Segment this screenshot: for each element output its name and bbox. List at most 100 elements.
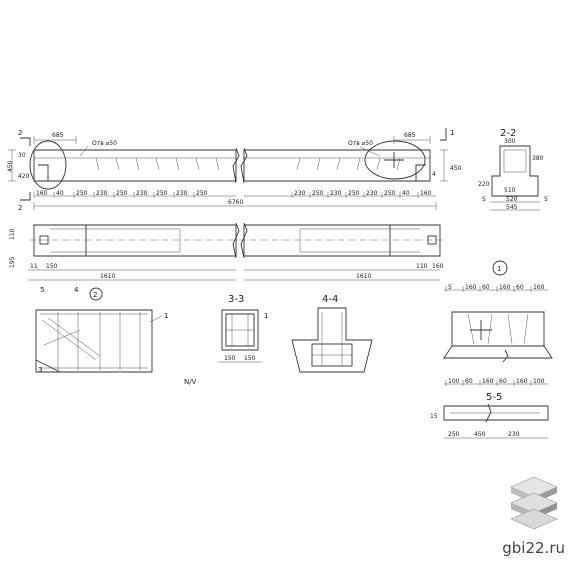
section-2-2-dim-510: 510	[504, 187, 516, 194]
chain-label: 40	[56, 190, 64, 197]
node-2-body	[35, 309, 153, 373]
section-5-5: 5-5 15 250 450 230	[430, 392, 549, 439]
stirrup	[356, 157, 361, 171]
section-5-5-break	[485, 403, 492, 423]
chain-label: 250	[196, 190, 208, 197]
section-4-4: 4-4	[291, 294, 373, 373]
section-2-2: 2-2 300 380 220 510 520 545 5 5	[478, 128, 548, 211]
watermark-text: gbi22.ru	[502, 539, 565, 557]
node-2-callout: 1	[164, 312, 168, 320]
end-detail-right	[415, 164, 426, 181]
plan-dim-110: 110	[9, 228, 16, 240]
insert-cross	[384, 152, 404, 168]
node-1-base	[443, 345, 553, 359]
dim-height-left	[8, 149, 16, 182]
node-2-end	[35, 359, 61, 373]
plan-dim-110-right: 110	[416, 263, 428, 270]
section-2-2-inner	[503, 149, 527, 173]
chain-label: 60	[499, 378, 507, 385]
dim-685-right	[393, 136, 431, 144]
mark-nv: N/V	[184, 378, 197, 386]
chain-label: 250	[312, 190, 324, 197]
section-5-5-dim-230: 230	[508, 431, 520, 438]
plan-inner-lines	[50, 228, 420, 253]
section-2-2-dim-380: 380	[532, 155, 544, 162]
chain-label: 5	[448, 284, 452, 291]
plan-right	[243, 224, 441, 257]
section-3-3-body	[221, 309, 259, 351]
chain-label: 160	[465, 284, 477, 291]
dim-450-left: 450	[7, 160, 14, 172]
section-2-2-dim-5b: 5	[544, 196, 548, 203]
dim-685-right-label: 685	[404, 132, 416, 139]
node-1-break	[502, 349, 509, 363]
chain-label: 250	[76, 190, 88, 197]
stirrup	[296, 157, 301, 171]
plan-inserts	[85, 225, 391, 256]
dim-420-left: 420	[18, 173, 30, 180]
section-5-5-title: 5-5	[486, 392, 502, 403]
chain-label: 160	[36, 190, 48, 197]
node-2-label: 2	[93, 291, 97, 299]
dim-height-right	[440, 149, 448, 182]
node-2-circle	[89, 287, 103, 301]
section-3-3-inner	[225, 313, 255, 347]
chain-label: 230	[330, 190, 342, 197]
section-3-3-rebars	[226, 314, 254, 346]
section-2-2-dim-lines	[490, 201, 540, 211]
beam-elevation: 2 2 1 685 685 Отв ⌀50 Отв ⌀50 450 30 420…	[7, 128, 462, 212]
node-1-insert	[470, 320, 492, 340]
section-4-4-title: 4-4	[322, 294, 338, 305]
plan-dim-195: 195	[9, 256, 16, 268]
plan-left	[33, 224, 237, 257]
cut-1-mark	[440, 128, 447, 141]
insert-label-left: Отв ⌀50	[92, 140, 117, 147]
node-2-leader	[149, 315, 163, 323]
cut-label-2-bottom: 2	[18, 204, 22, 212]
chain-label: 250	[156, 190, 168, 197]
stirrup	[155, 157, 160, 171]
section-2-2-title: 2-2	[500, 128, 516, 139]
cut-label-2-top: 2	[18, 129, 22, 137]
section-3-3-title: 3-3	[228, 294, 244, 305]
detail-callout-left	[29, 140, 67, 190]
section-2-2-dim-5a: 5	[482, 196, 486, 203]
chain-label: 160	[420, 190, 432, 197]
dim-30-left: 30	[18, 152, 26, 159]
plan-end-block-left	[39, 235, 49, 245]
chain-label: 40	[402, 190, 410, 197]
chain-label: 230	[96, 190, 108, 197]
concrete-slabs-icon	[509, 476, 558, 530]
section-5-5-dim-450: 450	[474, 431, 486, 438]
beam-plan: 110 195 11 150 110 160 1610 1610	[9, 222, 445, 281]
section-3-3-callout: 1	[264, 312, 268, 320]
chain-label: 100	[533, 378, 545, 385]
detail-node-2: 2 5 4 1 3 N/V	[35, 286, 197, 386]
stirrup	[95, 157, 100, 171]
chain-label: 60	[482, 284, 490, 291]
stirrup	[135, 157, 140, 171]
node-2-rebars	[40, 312, 148, 370]
chain-label: 60	[465, 378, 473, 385]
section-2-2-dim-220: 220	[478, 181, 490, 188]
cut-4-top: 4	[74, 286, 79, 294]
stirrup	[115, 157, 120, 171]
stirrups-left	[95, 157, 220, 171]
dim-685-left	[33, 136, 77, 144]
insert-label-right: Отв ⌀50	[348, 140, 373, 147]
beam-elevation-right	[243, 149, 431, 182]
chain-label: 100	[448, 378, 460, 385]
section-2-2-dim-520: 520	[506, 196, 518, 203]
section-2-2-dim-545: 545	[506, 204, 518, 211]
plan-dim-11: 11	[30, 263, 38, 270]
dim-450-right: 450	[450, 165, 462, 172]
plan-dim-160-right: 160	[432, 263, 444, 270]
chain-label: 230	[366, 190, 378, 197]
break-mark-plan-1	[232, 222, 240, 259]
cut-label-1: 1	[450, 129, 454, 137]
